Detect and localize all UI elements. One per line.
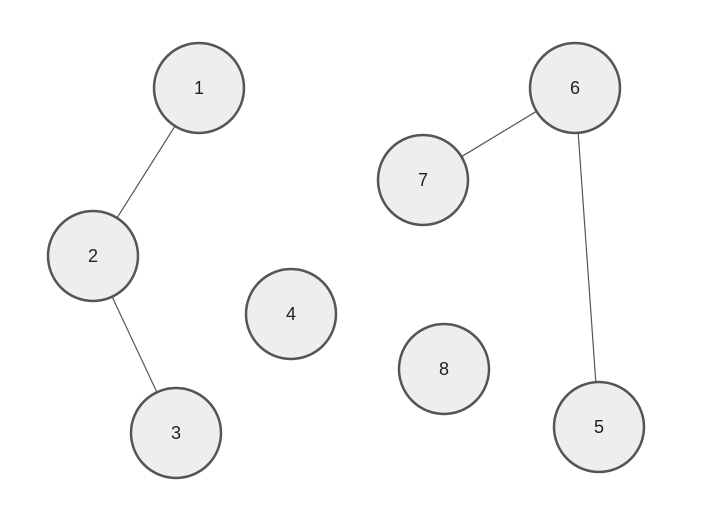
- node-circle: [129, 386, 223, 480]
- node-8: 8: [397, 322, 491, 416]
- node-circle: [552, 380, 646, 474]
- node-5: 5: [552, 380, 646, 474]
- node-circle: [152, 41, 246, 135]
- node-circle: [46, 209, 140, 303]
- node-3: 3: [129, 386, 223, 480]
- node-label: 6: [570, 78, 580, 98]
- node-2: 2: [46, 209, 140, 303]
- node-6: 6: [528, 41, 622, 135]
- node-label: 3: [171, 423, 181, 443]
- node-circle: [376, 133, 470, 227]
- edge-6-5: [577, 132, 597, 383]
- node-label: 7: [418, 170, 428, 190]
- node-circle: [397, 322, 491, 416]
- node-1: 1: [152, 41, 246, 135]
- node-4: 4: [244, 267, 338, 361]
- node-7: 7: [376, 133, 470, 227]
- node-label: 4: [286, 304, 296, 324]
- edge-6-7: [461, 110, 537, 158]
- node-label: 8: [439, 359, 449, 379]
- node-label: 2: [88, 246, 98, 266]
- edge-1-2: [116, 125, 176, 219]
- node-circle: [528, 41, 622, 135]
- nodes-layer: 1 2 3 4 5 6 7 8: [46, 41, 646, 480]
- node-circle: [244, 267, 338, 361]
- edges-layer: [111, 110, 597, 393]
- node-label: 1: [194, 78, 204, 98]
- node-label: 5: [594, 417, 604, 437]
- edge-2-3: [111, 296, 158, 393]
